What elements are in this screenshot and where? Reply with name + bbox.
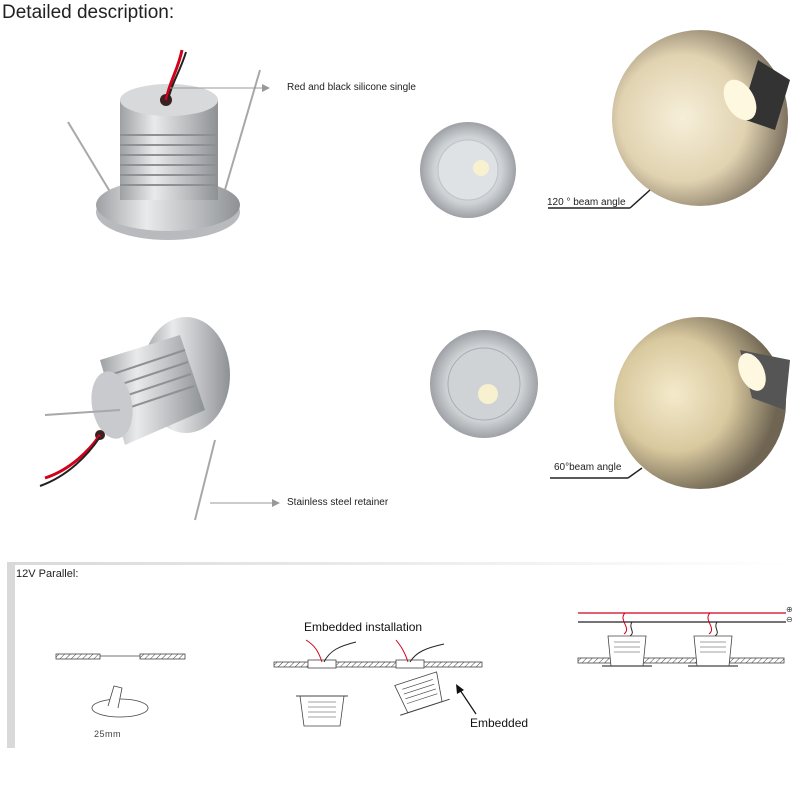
section-title: 12V Parallel: — [16, 568, 79, 580]
embedded-installation-label: Embedded installation — [304, 620, 423, 634]
retainer-callout: Stainless steel retainer — [287, 497, 389, 508]
fixture-face-wide — [420, 122, 516, 218]
negative-terminal-symbol: ⊖ — [786, 615, 793, 624]
wiring-diagram — [577, 612, 786, 667]
embedded-label: Embedded — [470, 716, 529, 730]
cutout-diagram — [55, 653, 186, 718]
wire-callout: Red and black silicone single — [287, 82, 416, 93]
beam-photo-wide — [612, 30, 790, 206]
installation-section: 12V Parallel: — [7, 562, 793, 752]
section-top-border — [7, 562, 793, 565]
page-heading: Detailed description: — [2, 2, 175, 23]
positive-terminal-symbol: ⊕ — [786, 605, 793, 614]
section-left-border — [7, 562, 15, 748]
fixture-face-narrow — [430, 330, 538, 438]
hole-size-label: 25mm — [94, 729, 122, 739]
beam-angle-narrow-label: 60°beam angle — [554, 462, 622, 473]
fixture-2 — [39, 317, 230, 521]
fixture-1 — [67, 49, 261, 240]
beam-photo-narrow — [614, 317, 790, 489]
embedded-diagram — [273, 639, 483, 727]
beam-angle-wide-label: 120 ° beam angle — [547, 197, 626, 208]
